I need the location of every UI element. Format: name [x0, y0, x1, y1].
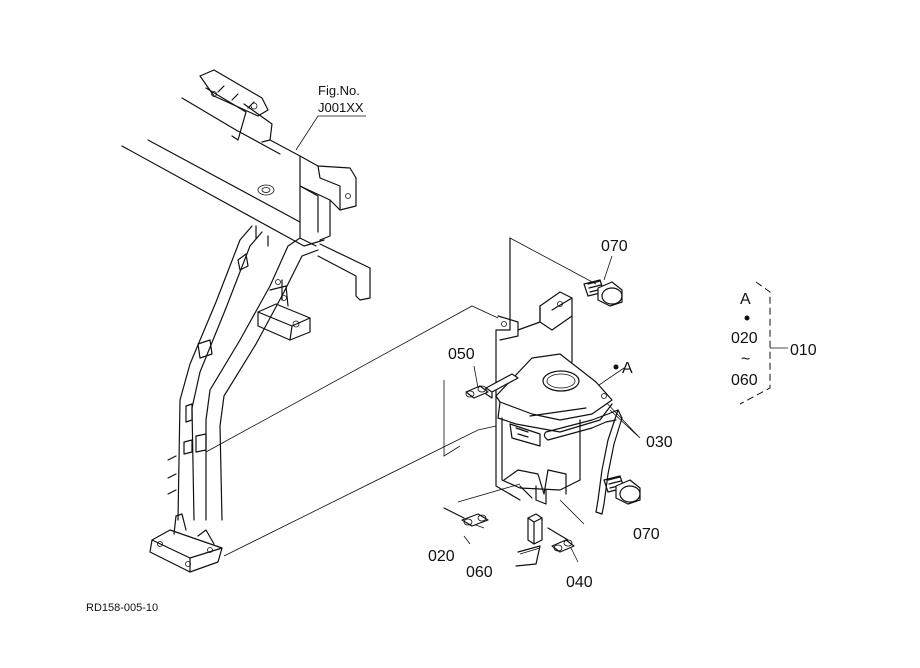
callout-050: 050 [448, 346, 475, 363]
callout-a: A [622, 360, 633, 377]
point-a-dot [613, 364, 619, 370]
assembly-010: 010 [790, 342, 817, 359]
part-060 [515, 513, 543, 567]
set-bracket [739, 281, 788, 405]
bolt-070-top [583, 279, 623, 307]
part-040 [547, 527, 575, 553]
callout-070-top: 070 [601, 238, 628, 255]
set-to: 060 [731, 372, 758, 389]
set-from: 020 [731, 330, 758, 347]
bolt-070-bottom [603, 475, 641, 505]
callout-060: 060 [466, 564, 493, 581]
part-020 [443, 507, 489, 527]
set-label-a: A [740, 291, 751, 308]
set-tilde: ~ [741, 351, 750, 368]
bracket-assembly [485, 237, 623, 515]
callout-040: 040 [566, 574, 593, 591]
projection-lines [205, 115, 641, 563]
callout-030: 030 [646, 434, 673, 451]
drawing-code: RD158-005-10 [86, 602, 158, 614]
fig-id-label: J001XX [318, 100, 364, 115]
main-frame [121, 69, 371, 573]
dot-a-marker [744, 315, 750, 321]
callout-020: 020 [428, 548, 455, 565]
fig-no-label: Fig.No. [318, 83, 360, 98]
spacer-050 [465, 385, 489, 399]
callout-070-bottom: 070 [633, 526, 660, 543]
